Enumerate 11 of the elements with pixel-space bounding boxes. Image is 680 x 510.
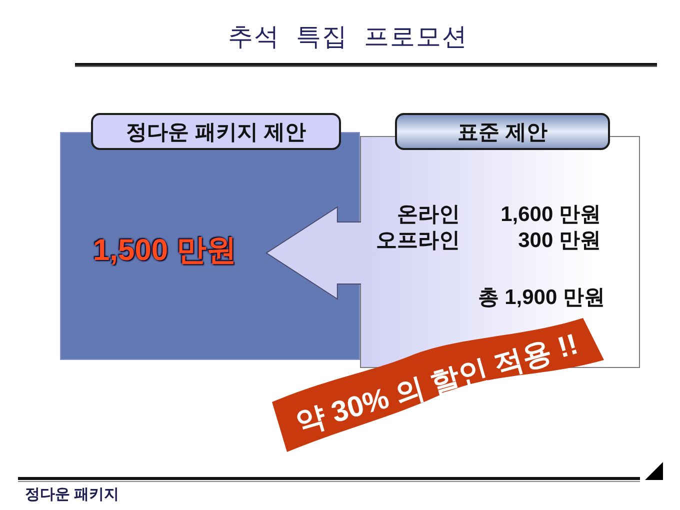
row-label: 온라인 xyxy=(397,202,460,227)
title-text: 추석 특집 프로모션 xyxy=(228,22,468,53)
total-text: 총 1,900 만원 xyxy=(478,285,605,310)
header-tab: 정다운 패키지 제안 xyxy=(91,113,341,150)
price-text: 1,500 만원 xyxy=(93,233,236,269)
row-label: 오프라인 xyxy=(376,228,460,253)
amount-text: 1,600 만원 xyxy=(500,202,601,227)
header-tab: 표준 제안 xyxy=(395,113,610,150)
footer-text: 정다운 패키지 xyxy=(25,485,120,505)
block-arrow xyxy=(265,206,362,300)
amount-text: 300 만원 xyxy=(518,228,601,253)
